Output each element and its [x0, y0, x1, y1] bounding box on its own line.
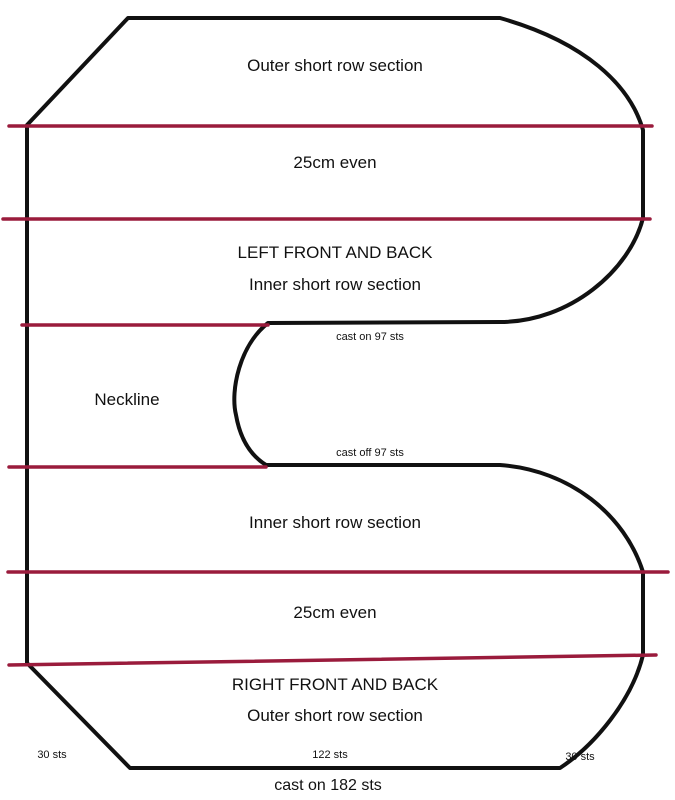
garment-outline — [25, 16, 645, 770]
cast-on-total-label: cast on 182 sts — [274, 777, 382, 794]
top-even-label: 25cm even — [293, 153, 376, 172]
left-front-and-back-title: LEFT FRONT AND BACK — [238, 243, 434, 262]
neckline-label: Neckline — [94, 390, 159, 409]
bottom-inner-short-row-label: Inner short row section — [249, 513, 421, 532]
bottom-even-label: 25cm even — [293, 603, 376, 622]
divider-line-6 — [7, 653, 658, 667]
cast-on-neck-annotation: cast on 97 sts — [336, 331, 404, 343]
right-front-and-back-title: RIGHT FRONT AND BACK — [232, 675, 439, 694]
cast-off-neck-annotation: cast off 97 sts — [336, 447, 404, 459]
bottom-outer-short-row-label: Outer short row section — [247, 706, 423, 725]
right-edge-stitch-count: 30 sts — [565, 751, 595, 763]
top-outer-short-row-label: Outer short row section — [247, 56, 423, 75]
top-inner-short-row-label: Inner short row section — [249, 275, 421, 294]
left-edge-stitch-count: 30 sts — [37, 749, 67, 761]
middle-edge-stitch-count: 122 sts — [312, 749, 348, 761]
